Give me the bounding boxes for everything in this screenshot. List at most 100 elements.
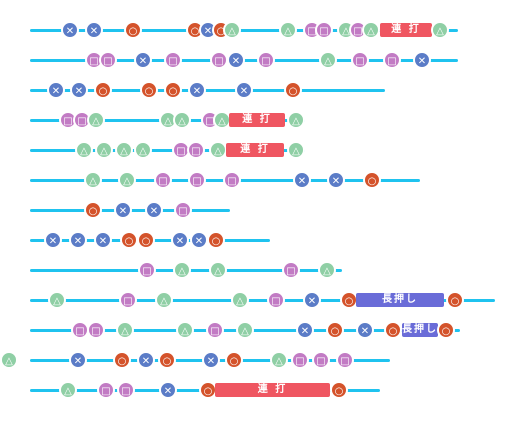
cross-note-icon: ✕ xyxy=(190,231,208,249)
rapid-press-bar: 連 打 xyxy=(215,383,330,397)
triangle-note-icon: △ xyxy=(176,321,194,339)
triangle-note-icon: △ xyxy=(231,291,249,309)
circle-note-icon: ○ xyxy=(225,351,243,369)
square-note-icon: □ xyxy=(312,351,330,369)
note-lane xyxy=(30,148,305,152)
square-note-icon: □ xyxy=(267,291,285,309)
triangle-note-icon: △ xyxy=(87,111,105,129)
cross-note-icon: ✕ xyxy=(303,291,321,309)
cross-note-icon: ✕ xyxy=(293,171,311,189)
rapid-press-bar: 連 打 xyxy=(226,143,284,157)
square-note-icon: □ xyxy=(210,51,228,69)
circle-note-icon: ○ xyxy=(326,321,344,339)
triangle-note-icon: △ xyxy=(118,171,136,189)
cross-note-icon: ✕ xyxy=(171,231,189,249)
circle-note-icon: ○ xyxy=(84,201,102,219)
square-note-icon: □ xyxy=(87,321,105,339)
cross-note-icon: ✕ xyxy=(327,171,345,189)
hold-bar: 長押し xyxy=(402,323,438,337)
note-lane xyxy=(30,298,495,302)
circle-note-icon: ○ xyxy=(340,291,358,309)
cross-note-icon: ✕ xyxy=(44,231,62,249)
cross-note-icon: ✕ xyxy=(235,81,253,99)
cross-note-icon: ✕ xyxy=(134,51,152,69)
circle-note-icon: ○ xyxy=(113,351,131,369)
square-note-icon: □ xyxy=(188,171,206,189)
circle-note-icon: ○ xyxy=(124,21,142,39)
triangle-note-icon: △ xyxy=(362,21,380,39)
triangle-note-icon: △ xyxy=(270,351,288,369)
square-note-icon: □ xyxy=(291,351,309,369)
triangle-note-icon: △ xyxy=(279,21,297,39)
cross-note-icon: ✕ xyxy=(413,51,431,69)
cross-note-icon: ✕ xyxy=(69,231,87,249)
triangle-note-icon: △ xyxy=(95,141,113,159)
triangle-note-icon: △ xyxy=(209,141,227,159)
cross-note-icon: ✕ xyxy=(202,351,220,369)
rapid-press-bar: 連 打 xyxy=(380,23,432,37)
square-note-icon: □ xyxy=(257,51,275,69)
square-note-icon: □ xyxy=(315,21,333,39)
circle-note-icon: ○ xyxy=(158,351,176,369)
triangle-note-icon: △ xyxy=(287,141,305,159)
square-note-icon: □ xyxy=(282,261,300,279)
square-note-icon: □ xyxy=(119,291,137,309)
square-note-icon: □ xyxy=(117,381,135,399)
triangle-note-icon: △ xyxy=(155,291,173,309)
cross-note-icon: ✕ xyxy=(114,201,132,219)
circle-note-icon: ○ xyxy=(446,291,464,309)
circle-note-icon: ○ xyxy=(363,171,381,189)
cross-note-icon: ✕ xyxy=(227,51,245,69)
triangle-note-icon: △ xyxy=(431,21,449,39)
triangle-note-icon: △ xyxy=(319,51,337,69)
square-note-icon: □ xyxy=(99,51,117,69)
rapid-press-bar: 連 打 xyxy=(229,113,285,127)
cross-note-icon: ✕ xyxy=(94,231,112,249)
triangle-note-icon: △ xyxy=(318,261,336,279)
square-note-icon: □ xyxy=(223,171,241,189)
cross-note-icon: ✕ xyxy=(356,321,374,339)
triangle-note-icon: △ xyxy=(134,141,152,159)
square-note-icon: □ xyxy=(154,171,172,189)
square-note-icon: □ xyxy=(383,51,401,69)
square-note-icon: □ xyxy=(174,201,192,219)
circle-note-icon: ○ xyxy=(207,231,225,249)
cross-note-icon: ✕ xyxy=(188,81,206,99)
circle-note-icon: ○ xyxy=(137,231,155,249)
circle-note-icon: ○ xyxy=(140,81,158,99)
hold-bar: 長押し xyxy=(356,293,444,307)
triangle-note-icon: △ xyxy=(48,291,66,309)
triangle-note-icon: △ xyxy=(173,261,191,279)
square-note-icon: □ xyxy=(97,381,115,399)
circle-note-icon: ○ xyxy=(94,81,112,99)
cross-note-icon: ✕ xyxy=(159,381,177,399)
note-lane xyxy=(30,28,458,32)
triangle-note-icon: △ xyxy=(75,141,93,159)
square-note-icon: □ xyxy=(138,261,156,279)
triangle-note-icon: △ xyxy=(209,261,227,279)
triangle-note-icon: △ xyxy=(0,351,18,369)
square-note-icon: □ xyxy=(187,141,205,159)
triangle-note-icon: △ xyxy=(59,381,77,399)
triangle-note-icon: △ xyxy=(236,321,254,339)
square-note-icon: □ xyxy=(164,51,182,69)
triangle-note-icon: △ xyxy=(223,21,241,39)
cross-note-icon: ✕ xyxy=(47,81,65,99)
square-note-icon: □ xyxy=(351,51,369,69)
cross-note-icon: ✕ xyxy=(145,201,163,219)
cross-note-icon: ✕ xyxy=(296,321,314,339)
circle-note-icon: ○ xyxy=(384,321,402,339)
triangle-note-icon: △ xyxy=(287,111,305,129)
triangle-note-icon: △ xyxy=(115,141,133,159)
triangle-note-icon: △ xyxy=(84,171,102,189)
circle-note-icon: ○ xyxy=(284,81,302,99)
cross-note-icon: ✕ xyxy=(61,21,79,39)
triangle-note-icon: △ xyxy=(116,321,134,339)
square-note-icon: □ xyxy=(206,321,224,339)
circle-note-icon: ○ xyxy=(437,321,455,339)
cross-note-icon: ✕ xyxy=(137,351,155,369)
cross-note-icon: ✕ xyxy=(69,351,87,369)
square-note-icon: □ xyxy=(336,351,354,369)
note-lane xyxy=(30,88,385,92)
